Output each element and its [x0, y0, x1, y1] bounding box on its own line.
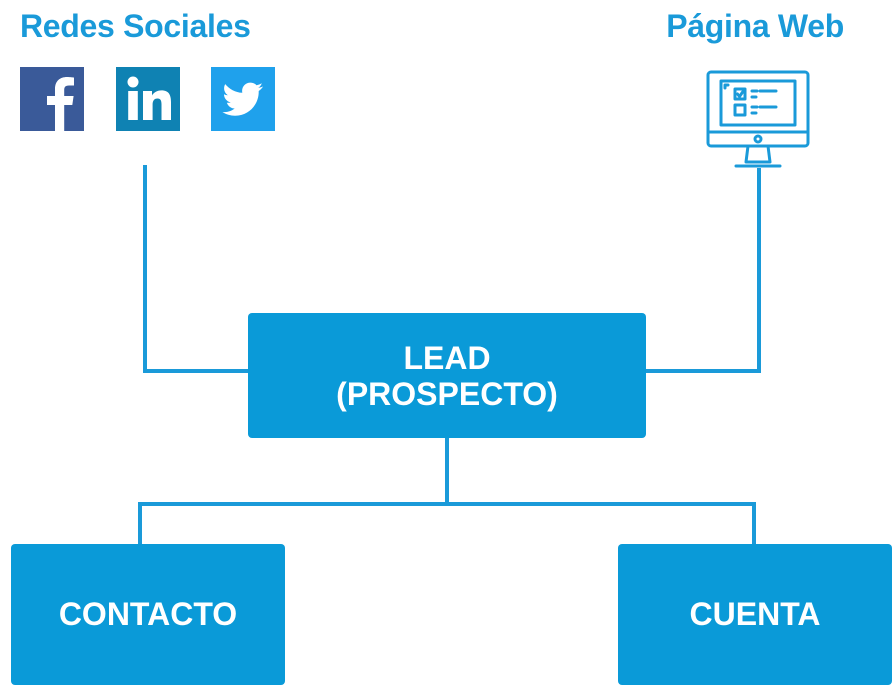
- monitor-webpage-icon: [702, 66, 814, 174]
- lead-node-subtitle: (PROSPECTO): [336, 375, 558, 412]
- contact-node-label: CONTACTO: [58, 596, 238, 632]
- facebook-icon[interactable]: [20, 67, 84, 131]
- connector-social-to-lead: [143, 165, 248, 373]
- twitter-icon[interactable]: [211, 67, 275, 131]
- lead-prospect-node: LEAD (PROSPECTO): [248, 313, 646, 438]
- linkedin-icon[interactable]: [116, 67, 180, 131]
- heading-web-page: Página Web: [666, 8, 844, 44]
- contact-node: CONTACTO: [11, 544, 285, 685]
- account-node-label: CUENTA: [689, 596, 821, 632]
- connector-branch: [138, 502, 756, 544]
- connector-web-to-lead: [646, 168, 761, 373]
- heading-social-networks: Redes Sociales: [20, 8, 251, 44]
- lead-node-title: LEAD: [403, 339, 491, 376]
- account-node: CUENTA: [618, 544, 892, 685]
